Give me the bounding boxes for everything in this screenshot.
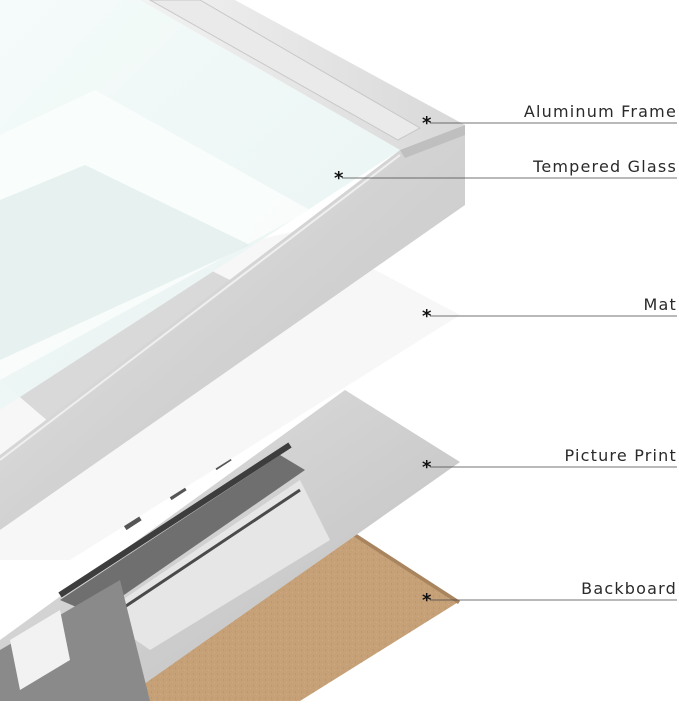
marker-tempered-glass: * bbox=[334, 168, 344, 189]
label-picture-print: Picture Print bbox=[564, 446, 677, 465]
marker-backboard: * bbox=[422, 590, 432, 611]
callout-picture-print: * Picture Print bbox=[422, 446, 677, 478]
label-mat: Mat bbox=[644, 295, 677, 314]
label-tempered-glass: Tempered Glass bbox=[532, 157, 677, 176]
callout-mat: * Mat bbox=[422, 295, 677, 327]
marker-picture-print: * bbox=[422, 457, 432, 478]
marker-mat: * bbox=[422, 306, 432, 327]
label-aluminum-frame: Aluminum Frame bbox=[524, 102, 677, 121]
marker-aluminum-frame: * bbox=[422, 113, 432, 134]
callout-backboard: * Backboard bbox=[422, 579, 677, 611]
label-backboard: Backboard bbox=[581, 579, 677, 598]
